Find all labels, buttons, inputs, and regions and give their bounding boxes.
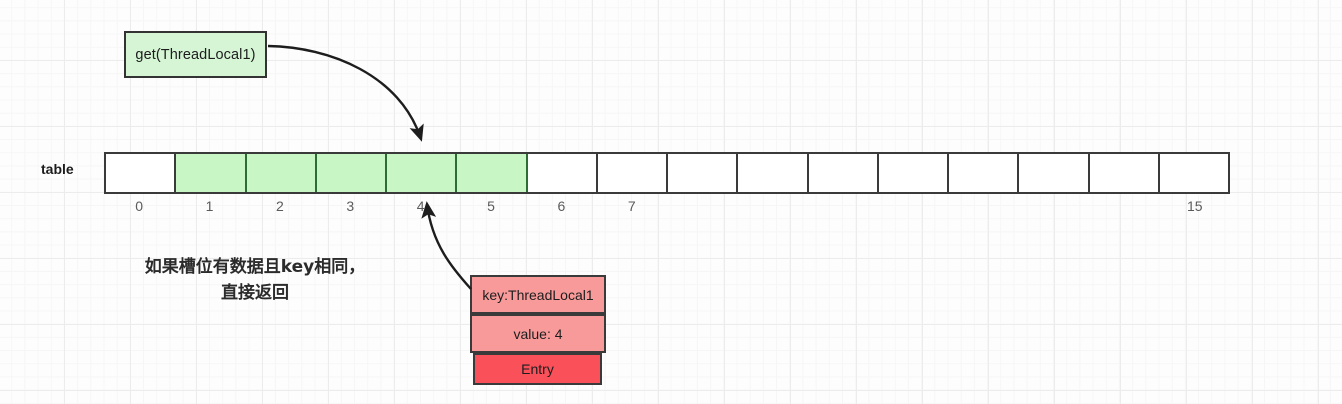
table-index-11 [878, 198, 948, 220]
table-index-1: 1 [205, 198, 214, 214]
table-index-6: 6 [557, 198, 566, 214]
table-index-15: 15 [1187, 198, 1203, 214]
annotation-note-line1: 如果槽位有数据且key相同， [144, 257, 366, 277]
table-index-9 [737, 198, 807, 220]
table-index-0: 0 [135, 198, 144, 214]
table-slot-10 [808, 154, 879, 192]
table-index-4: 4 [416, 198, 425, 214]
table-slot-7 [597, 154, 668, 192]
table-label: table [41, 161, 74, 177]
table-slot-3 [316, 154, 387, 192]
table-slot-9 [738, 154, 809, 192]
table-index-13 [1019, 198, 1089, 220]
entry-type-box: Entry [473, 353, 602, 385]
table-index-7: 7 [627, 198, 636, 214]
table-index-5: 5 [487, 198, 495, 214]
table-slot-strip [104, 152, 1230, 194]
table-slot-15 [1159, 154, 1228, 192]
table-index-2: 2 [276, 198, 284, 214]
arrow-get-to-slot4 [267, 44, 424, 142]
entry-key-box: key:ThreadLocal1 [470, 275, 606, 314]
table-slot-5 [457, 154, 528, 192]
table-slot-8 [668, 154, 739, 192]
table-index-10 [808, 198, 878, 220]
table-slot-12 [949, 154, 1020, 192]
annotation-note-line2: 直接返回 [221, 282, 289, 303]
entry-key-label: key:ThreadLocal1 [482, 286, 594, 303]
table-slot-14 [1089, 154, 1160, 192]
table-slot-1 [176, 154, 247, 192]
entry-type-label: Entry [521, 361, 554, 377]
entry-value-label: value: 4 [513, 325, 563, 342]
table-slot-0 [106, 154, 177, 192]
table-index-14 [1089, 198, 1159, 220]
table-index-12 [949, 198, 1019, 220]
table-slot-11 [878, 154, 949, 192]
table-slot-4 [387, 154, 458, 192]
entry-value-box: value: 4 [470, 314, 606, 353]
annotation-note: 如果槽位有数据且key相同， 直接返回 [110, 255, 400, 306]
table-index-8 [667, 198, 737, 220]
get-call-box: get(ThreadLocal1) [124, 31, 267, 78]
get-call-label: get(ThreadLocal1) [135, 46, 256, 63]
table-slot-6 [527, 154, 598, 192]
table-slot-2 [246, 154, 317, 192]
table-slot-13 [1019, 154, 1090, 192]
table-index-row: 0 1 2 3 4 5 6 7 15 [104, 198, 1230, 220]
table-index-3: 3 [346, 198, 355, 214]
